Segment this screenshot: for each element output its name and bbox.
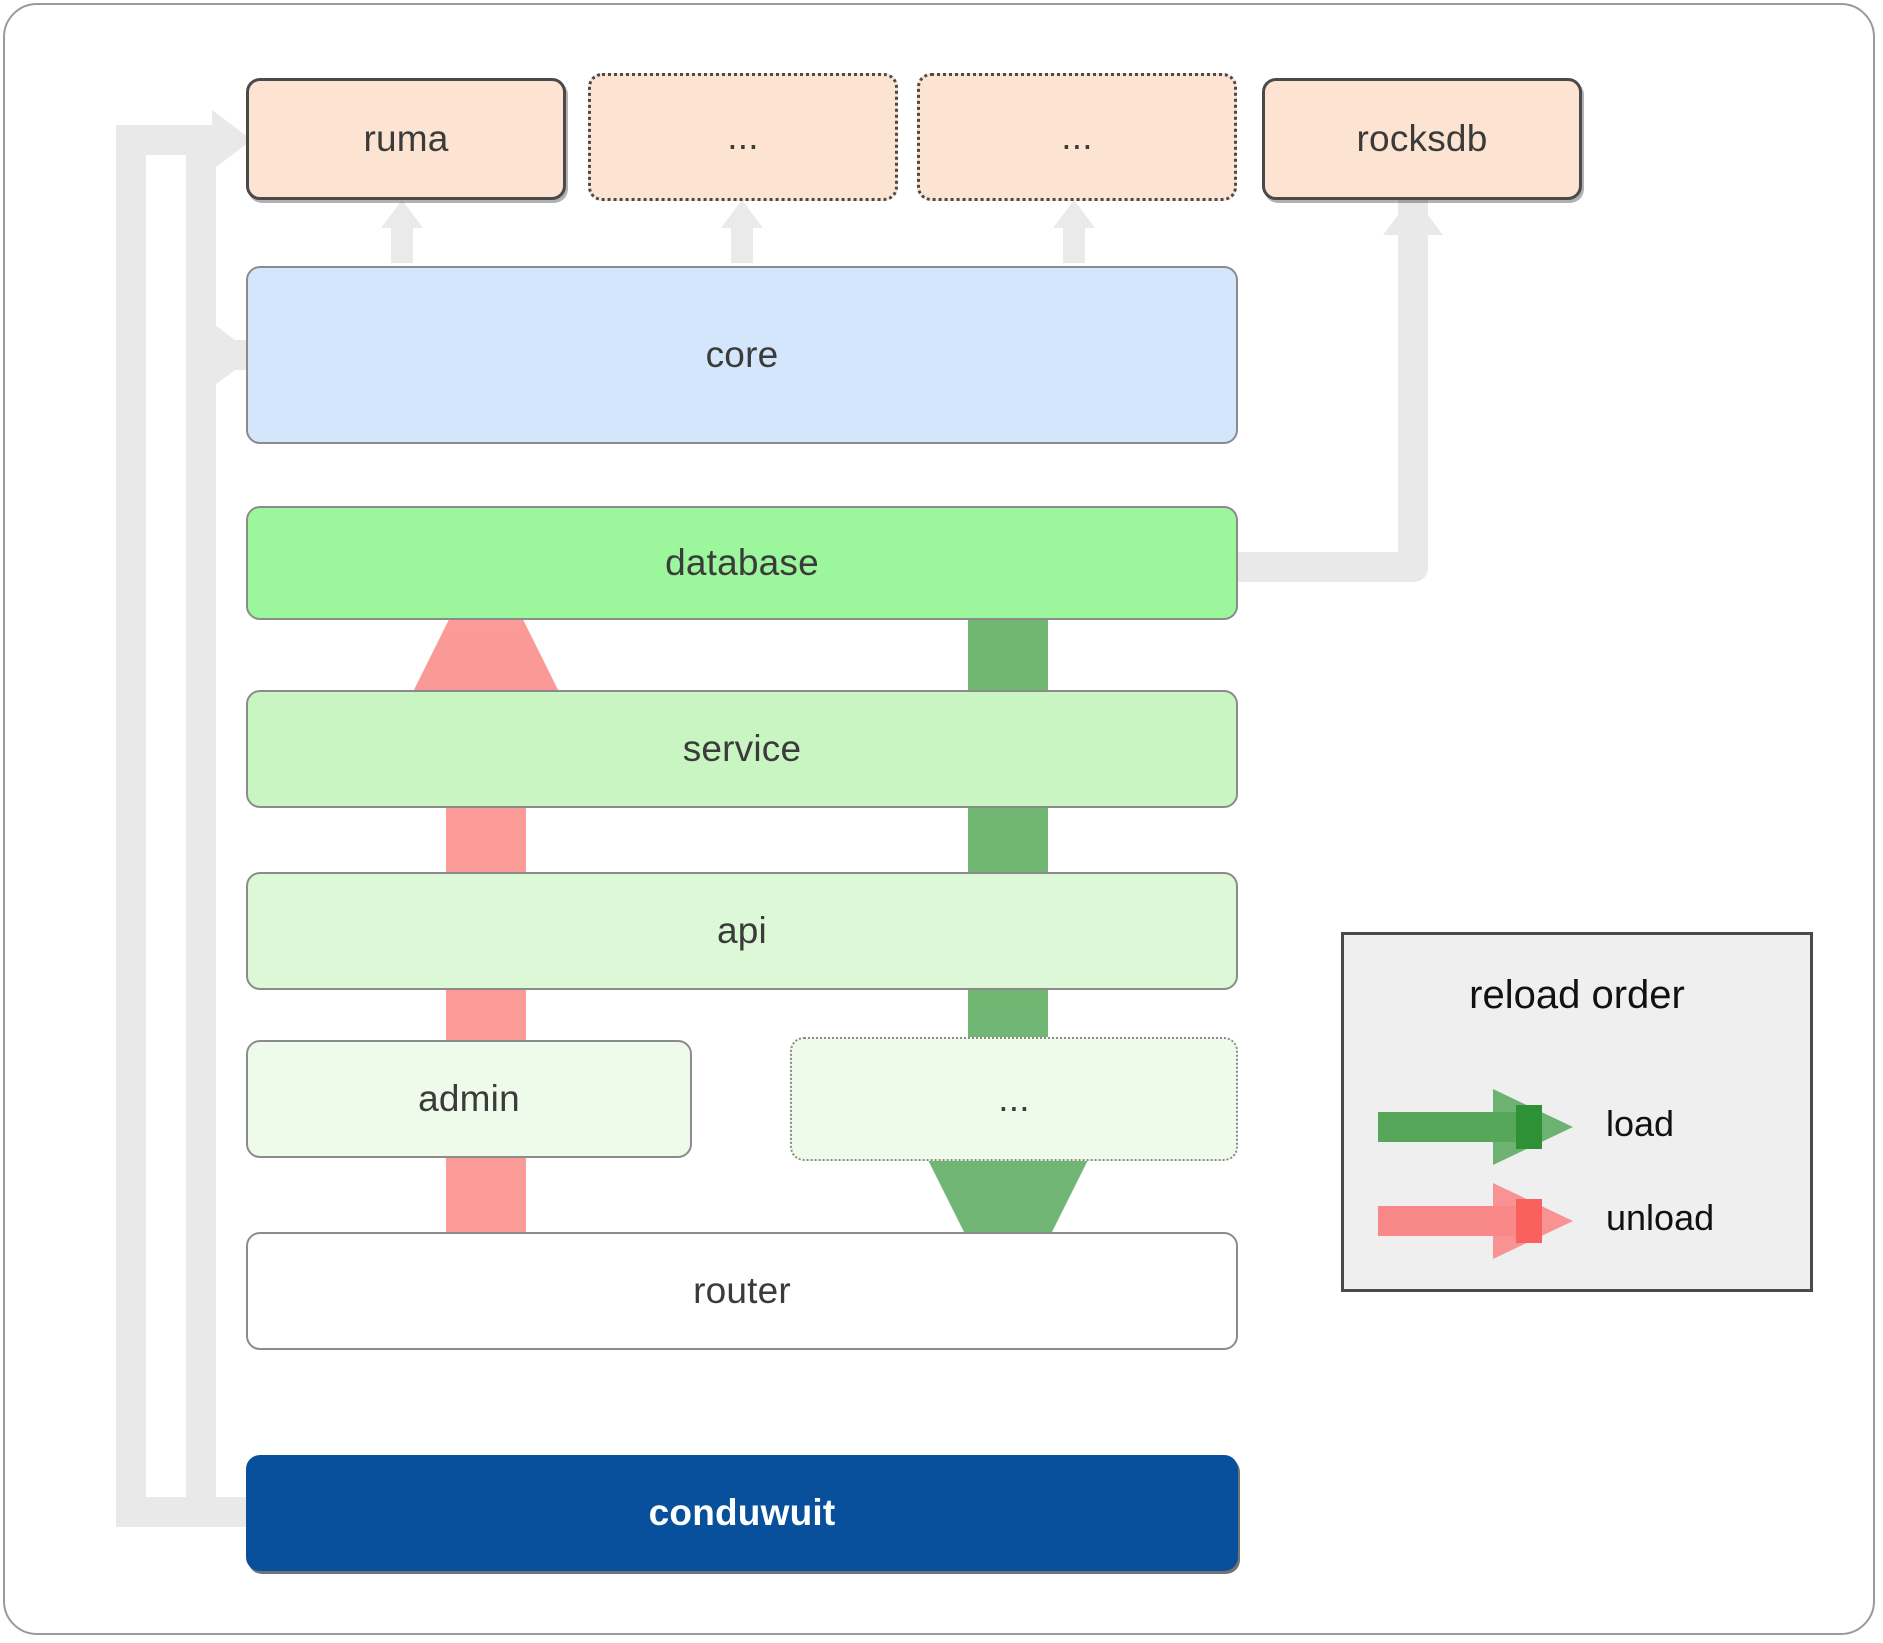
dependency-rocksdb[interactable]: rocksdb: [1262, 78, 1582, 200]
dependency-rocksdb-label: rocksdb: [1356, 118, 1488, 159]
connector-trunk-vertical: [116, 125, 146, 1527]
dependency-placeholder-1-label: ...: [727, 116, 759, 157]
application-conduwuit-label: conduwuit: [648, 1492, 836, 1533]
layer-api-label: api: [717, 910, 767, 951]
legend-load-label: load: [1606, 1103, 1675, 1144]
diagram-frame: [3, 3, 1875, 1635]
layer-router-label: router: [693, 1270, 791, 1311]
layer-database-label: database: [665, 542, 819, 583]
layer-service[interactable]: service: [246, 690, 1238, 808]
legend-title: reload order: [1469, 973, 1685, 1017]
layer-router[interactable]: router: [246, 1232, 1238, 1350]
dependency-placeholder-2-label: ...: [1061, 116, 1093, 157]
connector-app-horizontal: [116, 1497, 246, 1527]
layer-core-label: core: [705, 334, 779, 375]
connector-rocksdb-riser: [1398, 200, 1428, 570]
application-conduwuit[interactable]: conduwuit: [246, 1455, 1238, 1571]
layer-admin[interactable]: admin: [246, 1040, 692, 1158]
dependency-ruma[interactable]: ruma: [246, 78, 566, 200]
legend-load-arrow-icon: [1378, 1089, 1573, 1165]
dependency-placeholder-2[interactable]: ...: [917, 73, 1237, 201]
connector-core-riser: [186, 140, 216, 1520]
connector-rocksdb-horizontal: [1238, 552, 1428, 582]
layer-core[interactable]: core: [246, 266, 1238, 444]
layer-placeholder-label: ...: [998, 1078, 1030, 1119]
dependency-ruma-label: ruma: [363, 118, 449, 159]
layer-service-label: service: [682, 728, 802, 769]
legend-unload-arrow-icon: [1378, 1183, 1573, 1259]
layer-placeholder[interactable]: ...: [790, 1037, 1238, 1161]
layer-api[interactable]: api: [246, 872, 1238, 990]
dependency-placeholder-1[interactable]: ...: [588, 73, 898, 201]
layer-database[interactable]: database: [246, 506, 1238, 620]
legend-panel: reload order load unload: [1341, 932, 1813, 1292]
legend-unload-label: unload: [1606, 1197, 1715, 1238]
layer-admin-label: admin: [418, 1078, 520, 1119]
